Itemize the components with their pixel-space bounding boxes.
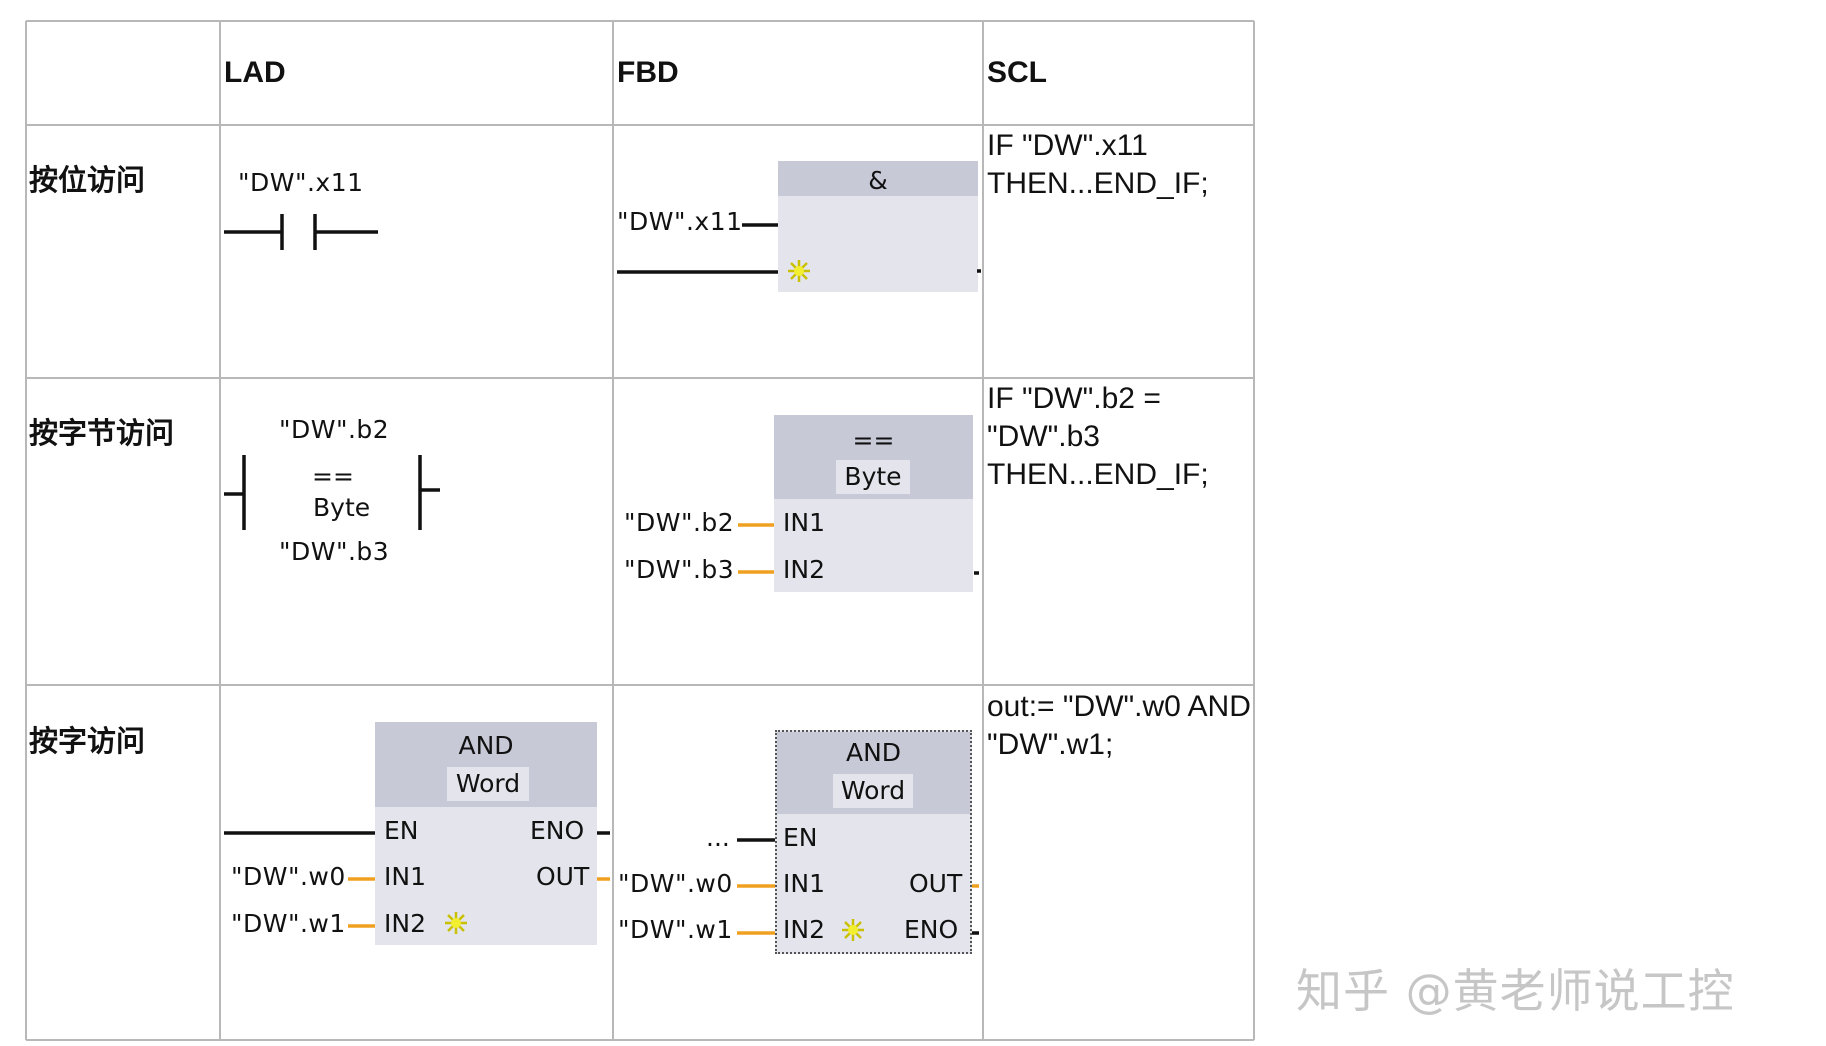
- fbd-en-operand: ...: [706, 823, 730, 852]
- fbd-pin-out: OUT: [909, 869, 963, 898]
- lad-and-type: Word: [447, 767, 529, 801]
- fbd-and-box-header: [778, 161, 978, 196]
- lad-word-wires: [224, 831, 610, 928]
- fbd-word-pin-in2: IN2: [783, 915, 825, 944]
- lad-pin-out: OUT: [536, 862, 590, 891]
- lad-word-star-icon: [445, 912, 467, 934]
- fbd-word-pin-in1: IN1: [783, 869, 825, 898]
- lad-pin-in2: IN2: [384, 909, 426, 938]
- header-scl: SCL: [987, 56, 1047, 89]
- lad-byte-operand-bottom: "DW".b3: [279, 537, 390, 566]
- fbd-pin-in1: IN1: [783, 508, 825, 537]
- lad-pin-in1: IN1: [384, 862, 426, 891]
- lad-no-contact: [224, 214, 378, 250]
- header-fbd: FBD: [617, 56, 679, 89]
- lad-and-op: AND: [458, 731, 514, 760]
- fbd-and-op: AND: [845, 738, 902, 767]
- header-lad: LAD: [224, 56, 286, 89]
- fbd-word-in2-operand: "DW".w1: [618, 915, 733, 944]
- fbd-word-wires: [737, 838, 979, 935]
- lad-byte-op: ==: [312, 462, 354, 491]
- scl-word: out:= "DW".w0 AND "DW".w1;: [987, 690, 1251, 761]
- fbd-byte-in1-operand: "DW".b2: [624, 508, 735, 537]
- row-label-byte: 按字节访问: [29, 416, 175, 450]
- fbd-pin-en: EN: [783, 823, 818, 852]
- scl-byte: IF "DW".b2 = "DW".b3 THEN...END_IF;: [987, 382, 1209, 491]
- fbd-bit-wires: [617, 223, 981, 274]
- fbd-and-title: &: [868, 166, 888, 195]
- fbd-word-in1-operand: "DW".w0: [618, 869, 733, 898]
- fbd-pin-in2: IN2: [783, 555, 825, 584]
- row-label-word: 按字访问: [29, 724, 146, 758]
- fbd-byte-in2-operand: "DW".b3: [624, 555, 735, 584]
- fbd-word-star-icon: [842, 919, 864, 941]
- fbd-byte-wires: [738, 523, 979, 575]
- lad-word-in2-operand: "DW".w1: [231, 909, 346, 938]
- fbd-compare-type: Byte: [836, 460, 910, 494]
- lad-pin-eno: ENO: [530, 816, 585, 845]
- lad-byte-operand-top: "DW".b2: [279, 415, 390, 444]
- watermark: 知乎 @黄老师说工控: [1296, 964, 1735, 1018]
- fbd-pin-eno: ENO: [904, 915, 959, 944]
- lad-word-in1-operand: "DW".w0: [231, 862, 346, 891]
- lad-compare-contact: [224, 455, 440, 530]
- row-label-bit: 按位访问: [29, 163, 146, 197]
- fbd-bit-star-icon: [788, 260, 810, 282]
- scl-bit: IF "DW".x11 THEN...END_IF;: [987, 129, 1209, 200]
- lad-bit-operand: "DW".x11: [238, 168, 364, 197]
- lad-pin-en: EN: [384, 816, 419, 845]
- lad-byte-type: Byte: [313, 493, 371, 522]
- fbd-bit-operand: "DW".x11: [617, 207, 743, 236]
- fbd-and-type: Word: [833, 774, 913, 808]
- fbd-compare-op: ==: [852, 426, 895, 455]
